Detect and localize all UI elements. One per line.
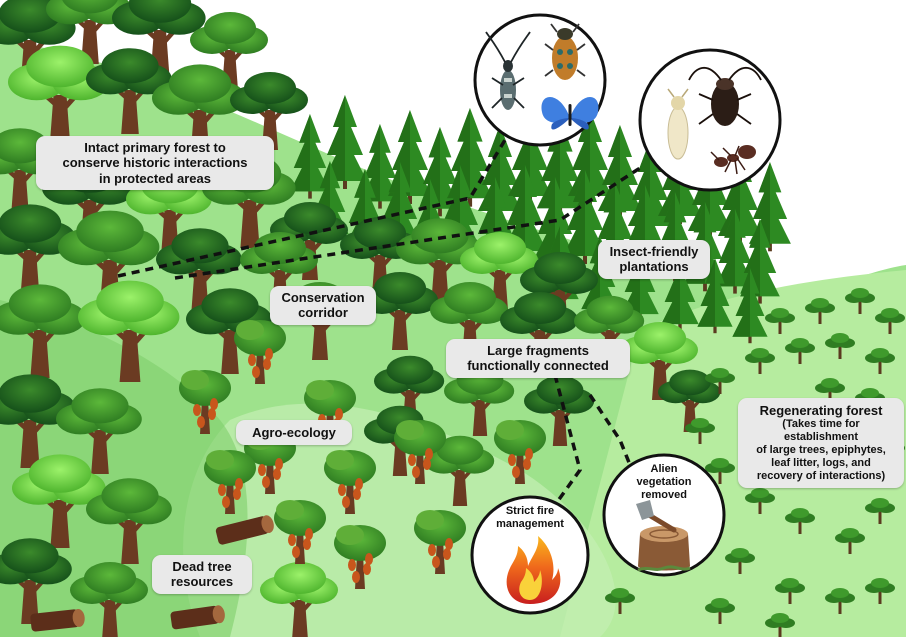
regen-line-4: leaf litter, logs, and [741,457,901,470]
label-plantations: Insect-friendly plantations [598,240,710,279]
corridor-line-1: Conservation [274,290,372,305]
insect-circle-top [475,15,605,145]
plantations-line-1: Insect-friendly [602,244,706,259]
alien-line-1: Alien [620,463,708,476]
fragments-line-1: Large fragments [450,343,626,358]
label-corridor: Conservation corridor [270,286,376,325]
label-primary-forest: Intact primary forest to conserve histor… [36,136,274,190]
label-fragments: Large fragments functionally connected [446,339,630,378]
label-alien-vegetation: Alien vegetation removed [620,463,708,502]
alien-line-2: vegetation [620,476,708,489]
corridor-line-2: corridor [274,305,372,320]
primary-forest-line-1: Intact primary forest to [40,140,270,155]
regen-line-3: of large trees, epiphytes, [741,444,901,457]
alien-line-3: removed [620,489,708,502]
regen-line-1: (Takes time for [741,418,901,431]
label-fire-management: Strict fire management [485,505,575,531]
plantations-line-2: plantations [602,259,706,274]
fire-line-1: Strict fire [485,505,575,518]
regen-line-5: recovery of interactions) [741,470,901,483]
agroecology-text: Agro-ecology [240,425,348,440]
insect-circle-right [640,50,780,190]
label-dead-tree: Dead tree resources [152,555,252,594]
fragments-line-2: functionally connected [450,358,626,373]
dead-tree-line-2: resources [156,574,248,589]
label-agroecology: Agro-ecology [236,420,352,445]
primary-forest-line-2: conserve historic interactions [40,155,270,170]
label-regenerating-forest: Regenerating forest (Takes time for esta… [738,398,904,488]
dead-tree-line-1: Dead tree [156,559,248,574]
fire-line-2: management [485,518,575,531]
regen-line-2: establishment [741,431,901,444]
regen-title: Regenerating forest [741,403,901,418]
primary-forest-line-3: in protected areas [40,171,270,186]
